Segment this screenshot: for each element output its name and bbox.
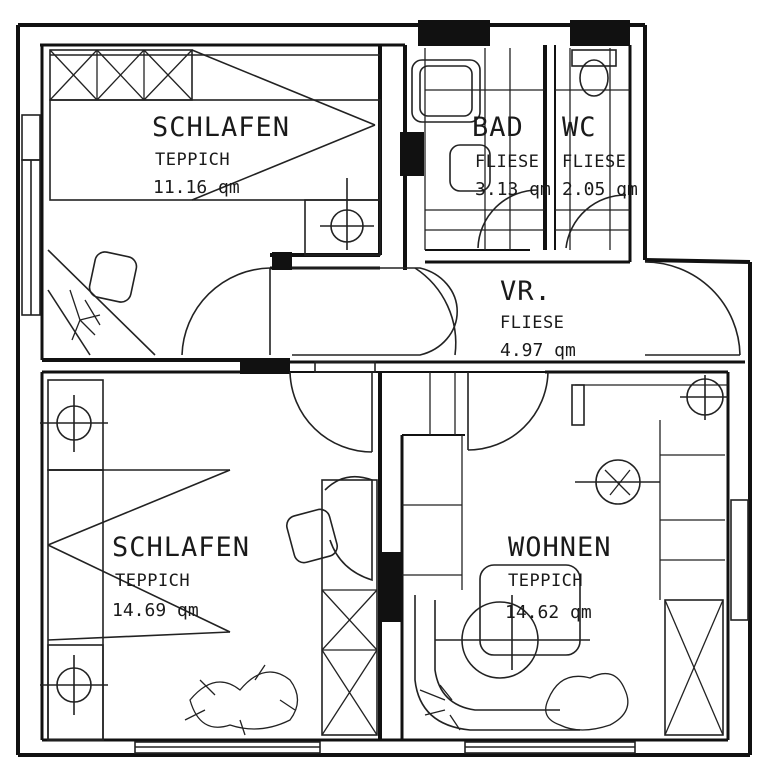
hall-floor: FLIESE	[500, 313, 564, 333]
bedroom-bottom-floor: TEPPICH	[115, 571, 190, 591]
windows	[21, 114, 749, 754]
hall-name: VR.	[500, 276, 552, 307]
bedroom-top-area: 11.16 qm	[153, 177, 240, 198]
bedroom-bottom-furniture	[40, 379, 378, 741]
wc-area: 2.05 qm	[562, 179, 638, 200]
bedroom-top-furniture	[47, 49, 381, 356]
door-swings	[181, 189, 741, 453]
bedroom-bottom-name: SCHLAFEN	[112, 532, 250, 563]
living-floor: TEPPICH	[508, 571, 583, 591]
wc-floor: FLIESE	[562, 152, 626, 172]
bedroom-bottom-area: 14.69 qm	[112, 600, 199, 621]
bath-floor: FLIESE	[475, 152, 539, 172]
bath-name: BAD	[472, 112, 524, 143]
bath-fixtures	[411, 48, 630, 250]
living-area: 14.62 qm	[505, 602, 592, 623]
living-furniture	[402, 372, 728, 736]
living-name: WOHNEN	[508, 532, 612, 563]
bedroom-top-floor: TEPPICH	[155, 150, 230, 170]
walls	[16, 23, 752, 757]
hall-area: 4.97 qm	[500, 340, 576, 361]
room-labels: SCHLAFEN TEPPICH 11.16 qm BAD FLIESE 3.1…	[112, 112, 638, 623]
bath-area: 3.13 qm	[475, 179, 551, 200]
wc-name: WC	[562, 112, 597, 143]
bedroom-top-name: SCHLAFEN	[152, 112, 290, 143]
wall-blocks	[240, 20, 630, 622]
